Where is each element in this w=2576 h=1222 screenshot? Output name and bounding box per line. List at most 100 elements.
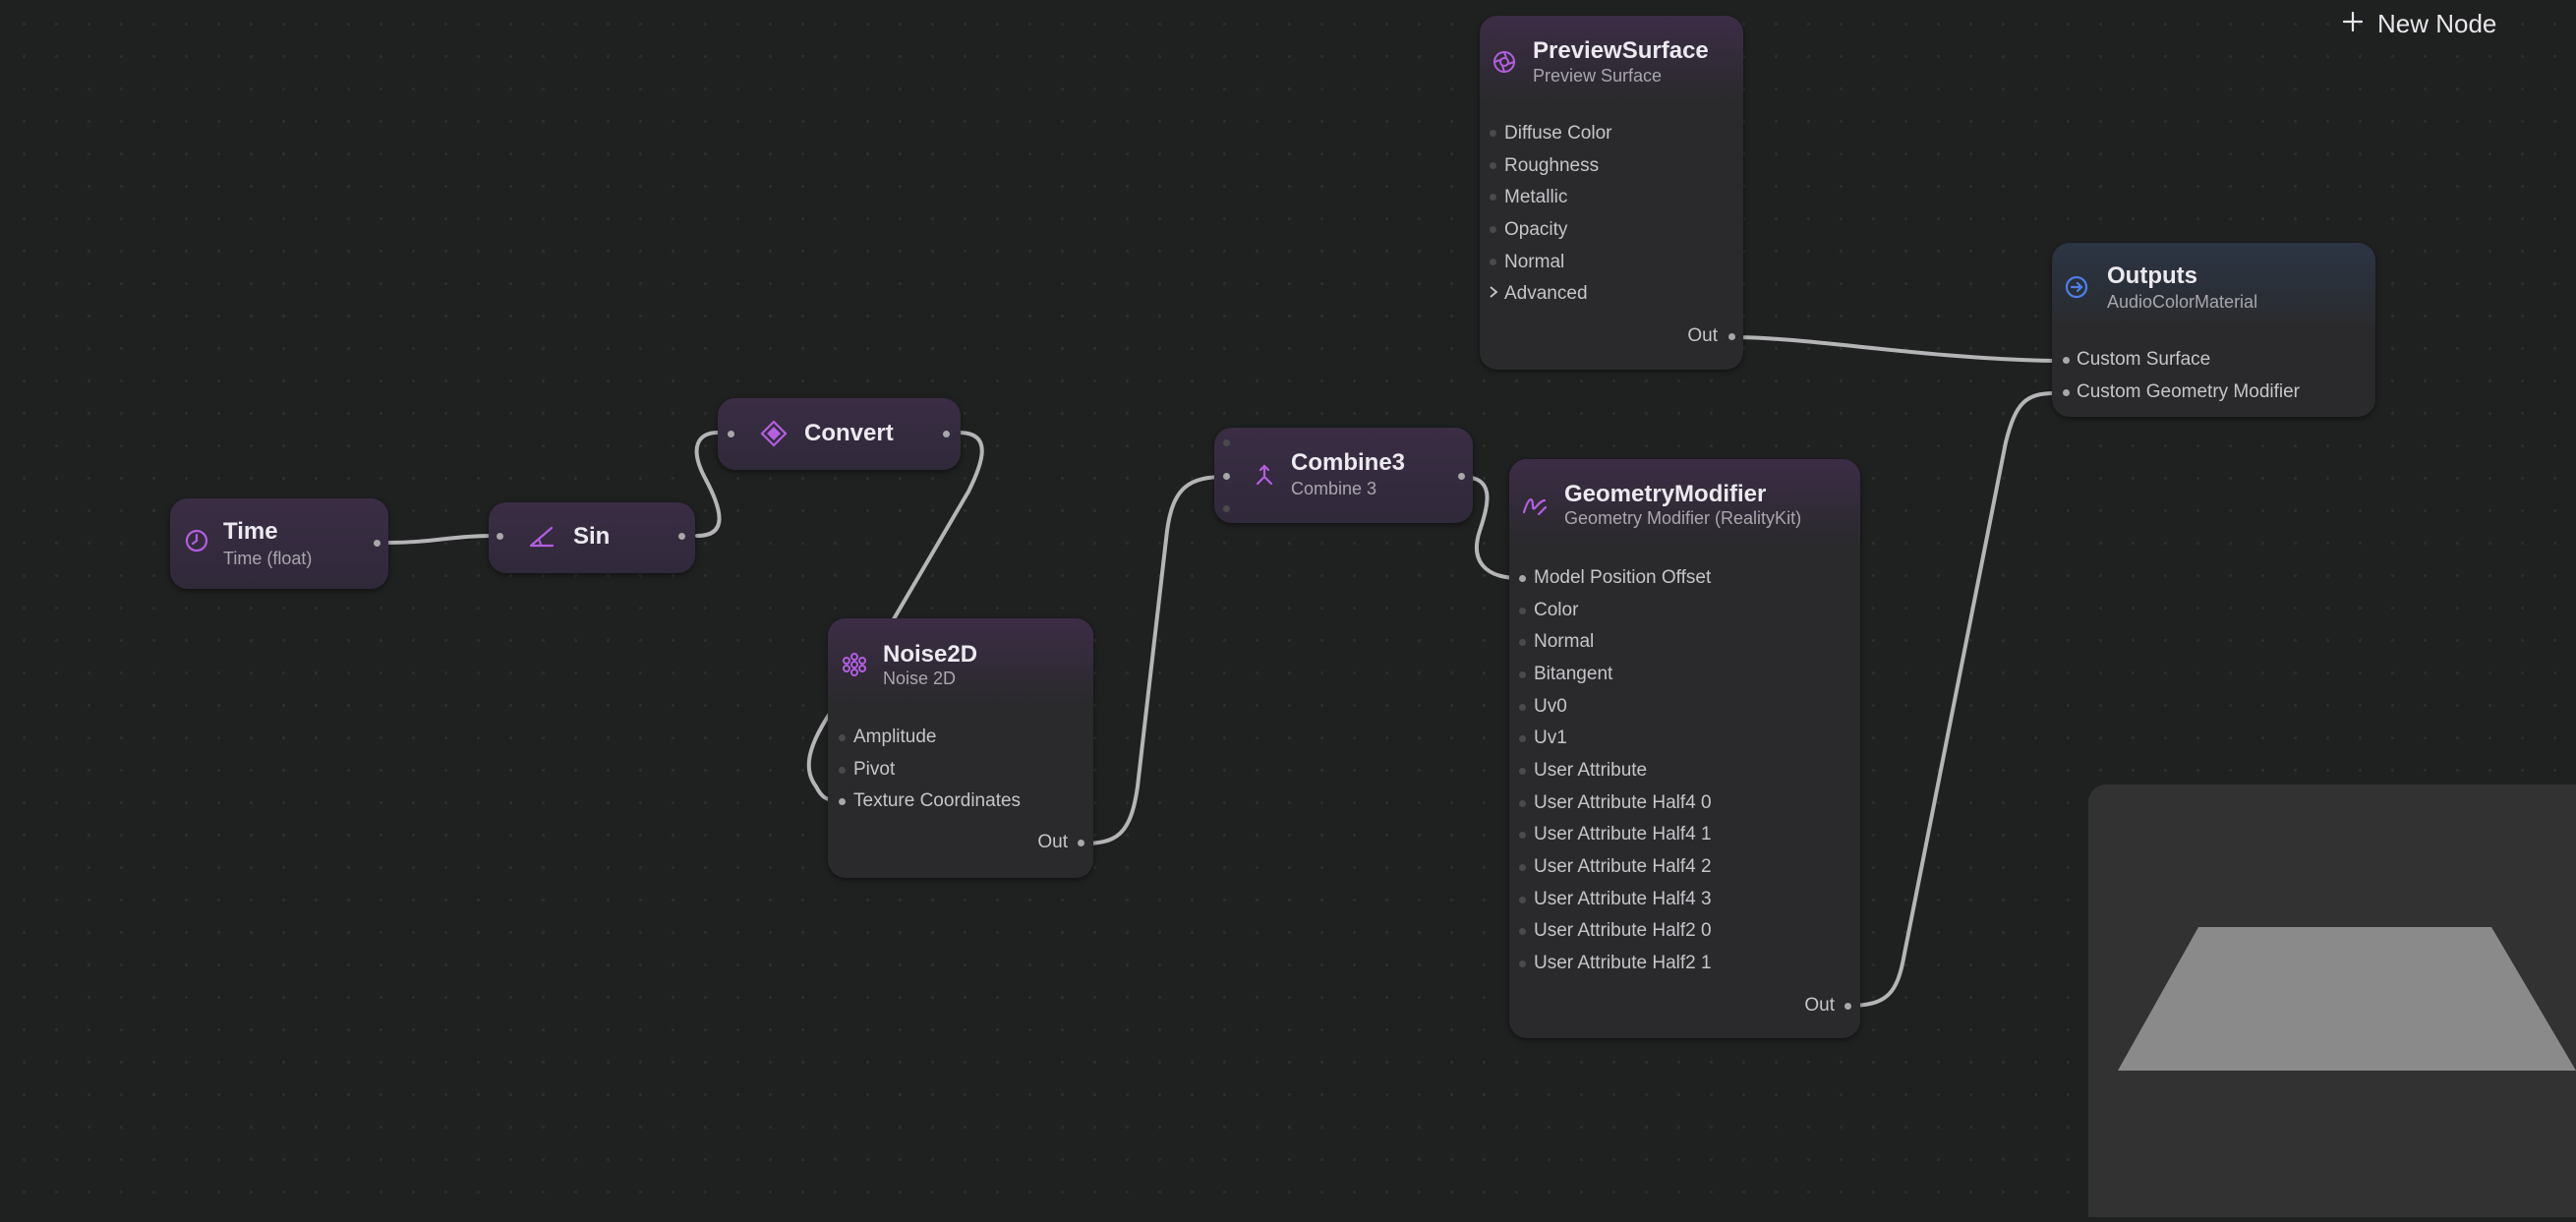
port-custom-surface[interactable]: Custom Surface xyxy=(2077,349,2211,370)
output-port-dot[interactable] xyxy=(1458,473,1465,480)
preview-viewport[interactable] xyxy=(2088,785,2576,1217)
port-pivot[interactable]: Pivot xyxy=(853,759,896,780)
output-port-dot[interactable] xyxy=(1728,333,1735,340)
port-texture-coordinates[interactable]: Texture Coordinates xyxy=(853,790,1022,811)
node-title: PreviewSurface xyxy=(1533,37,1709,64)
output-label: Out xyxy=(1037,832,1068,852)
input-port-dot[interactable] xyxy=(1490,259,1496,265)
node-title: Combine3 xyxy=(1291,449,1406,476)
node-preview-surface[interactable]: PreviewSurface Preview Surface Diffuse C… xyxy=(1480,16,1743,370)
output-port-dot[interactable] xyxy=(943,431,950,437)
node-title: Outputs xyxy=(2107,262,2197,289)
input-port-dot[interactable] xyxy=(1519,800,1526,807)
plus-icon xyxy=(2342,9,2364,39)
input-port-dot[interactable] xyxy=(1519,897,1526,903)
node-outputs[interactable]: Outputs AudioColorMaterial Custom Surfac… xyxy=(2052,243,2375,417)
input-port-dot[interactable] xyxy=(1519,671,1526,678)
node-header: Outputs AudioColorMaterial xyxy=(2052,243,2375,327)
node-subtitle: Combine 3 xyxy=(1291,479,1377,498)
port-user-attribute-half2-1[interactable]: User Attribute Half2 1 xyxy=(1534,953,1712,973)
node-header: PreviewSurface Preview Surface xyxy=(1480,16,1743,102)
input-port-dot[interactable] xyxy=(1519,735,1526,742)
input-port-dot[interactable] xyxy=(1519,608,1526,614)
port-model-position-offset[interactable]: Model Position Offset xyxy=(1534,567,1712,588)
port-user-attribute-half4-0[interactable]: User Attribute Half4 0 xyxy=(1534,792,1712,813)
input-port-dot[interactable] xyxy=(1519,704,1526,711)
input-port-dot[interactable] xyxy=(839,734,846,741)
node-header: GeometryModifier Geometry Modifier (Real… xyxy=(1509,459,1860,546)
input-port-dot[interactable] xyxy=(1519,832,1526,839)
preview-plane-mesh xyxy=(2118,927,2576,1071)
input-port-dot[interactable] xyxy=(728,431,734,437)
node-combine3[interactable]: Combine3 Combine 3 xyxy=(1214,428,1473,523)
input-port-dot[interactable] xyxy=(1519,864,1526,871)
node-title: Noise2D xyxy=(883,641,978,668)
port-uv1[interactable]: Uv1 xyxy=(1534,727,1567,748)
wire-geometry-to-outputs xyxy=(1846,391,2057,1008)
output-label: Out xyxy=(1687,325,1718,346)
port-user-attribute-half4-3[interactable]: User Attribute Half4 3 xyxy=(1534,889,1712,909)
node-geometry-modifier[interactable]: GeometryModifier Geometry Modifier (Real… xyxy=(1509,459,1860,1038)
port-roughness[interactable]: Roughness xyxy=(1504,155,1600,176)
advanced-toggle[interactable]: Advanced xyxy=(1504,283,1588,304)
wire-time-to-sin xyxy=(385,534,492,545)
input-port-dot[interactable] xyxy=(1490,130,1496,137)
clock-icon xyxy=(184,528,209,558)
input-port-dot[interactable] xyxy=(1490,162,1496,169)
wire-preview-to-outputs xyxy=(1731,335,2057,363)
port-diffuse-color[interactable]: Diffuse Color xyxy=(1504,123,1612,144)
node-noise2d[interactable]: Noise2D Noise 2D Amplitude Pivot Texture… xyxy=(828,618,1093,878)
input-port-dot[interactable] xyxy=(2063,389,2070,396)
input-port-dot[interactable] xyxy=(1223,439,1230,446)
port-uv0[interactable]: Uv0 xyxy=(1534,696,1567,717)
output-port-dot[interactable] xyxy=(1078,840,1084,846)
port-opacity[interactable]: Opacity xyxy=(1504,219,1568,240)
input-port-dot[interactable] xyxy=(1519,960,1526,967)
node-convert[interactable]: Convert xyxy=(718,398,961,470)
port-user-attribute-half2-0[interactable]: User Attribute Half2 0 xyxy=(1534,920,1712,941)
port-user-attribute[interactable]: User Attribute xyxy=(1534,760,1648,781)
input-port-dot[interactable] xyxy=(2063,357,2070,364)
port-metallic[interactable]: Metallic xyxy=(1504,187,1568,207)
node-header: Noise2D Noise 2D xyxy=(828,618,1093,705)
port-color[interactable]: Color xyxy=(1534,600,1579,620)
new-node-button[interactable]: New Node xyxy=(2342,6,2496,41)
output-label: Out xyxy=(1804,995,1835,1016)
port-custom-geometry-modifier[interactable]: Custom Geometry Modifier xyxy=(2077,381,2301,402)
input-port-dot[interactable] xyxy=(839,798,846,805)
port-bitangent[interactable]: Bitangent xyxy=(1534,664,1613,684)
node-subtitle: Noise 2D xyxy=(883,669,957,688)
combine-icon xyxy=(1254,463,1275,492)
input-port-dot[interactable] xyxy=(1490,194,1496,201)
output-port-dot[interactable] xyxy=(374,540,381,547)
input-port-dot[interactable] xyxy=(1223,473,1230,480)
node-time[interactable]: Time Time (float) xyxy=(170,498,388,589)
angle-icon xyxy=(528,524,556,554)
port-user-attribute-half4-1[interactable]: User Attribute Half4 1 xyxy=(1534,824,1712,844)
surface-icon xyxy=(1492,49,1517,80)
output-port-dot[interactable] xyxy=(1844,1003,1851,1010)
wire-combine3-to-geometry xyxy=(1460,475,1521,580)
port-normal[interactable]: Normal xyxy=(1534,631,1595,652)
chevron-right-icon[interactable] xyxy=(1488,285,1499,304)
node-sin[interactable]: Sin xyxy=(489,502,695,573)
input-port-dot[interactable] xyxy=(1519,768,1526,775)
input-port-dot[interactable] xyxy=(839,767,846,774)
input-port-dot[interactable] xyxy=(1519,575,1526,582)
diamond-icon xyxy=(760,420,788,452)
node-subtitle: Time (float) xyxy=(223,549,313,568)
input-port-dot[interactable] xyxy=(497,533,503,540)
port-amplitude[interactable]: Amplitude xyxy=(853,727,937,747)
output-arrow-icon xyxy=(2064,274,2089,305)
node-title: Time xyxy=(223,518,278,545)
port-user-attribute-half4-2[interactable]: User Attribute Half4 2 xyxy=(1534,856,1712,877)
node-subtitle: AudioColorMaterial xyxy=(2107,292,2258,312)
input-port-dot[interactable] xyxy=(1490,226,1496,233)
input-port-dot[interactable] xyxy=(1519,639,1526,646)
port-normal[interactable]: Normal xyxy=(1504,252,1565,272)
input-port-dot[interactable] xyxy=(1519,928,1526,935)
output-port-dot[interactable] xyxy=(678,533,685,540)
input-port-dot[interactable] xyxy=(1223,505,1230,512)
noise-icon xyxy=(842,652,867,682)
